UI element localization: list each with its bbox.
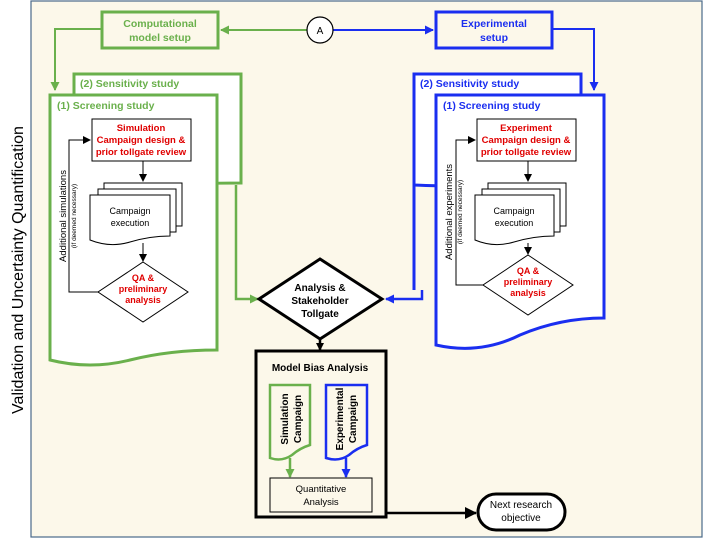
computational-setup-line2: model setup (129, 32, 191, 44)
simulation-design-line2: Campaign design & (97, 135, 186, 146)
computational-setup-arrow (50, 28, 102, 91)
experimental-setup-line2: setup (480, 32, 508, 44)
experimental-setup-box: Experimental setup (434, 10, 554, 50)
experiment-qa-line3: analysis (510, 288, 546, 298)
experiment-loop-sublabel: (if deemed necessary) (457, 180, 464, 244)
experimental-to-tollgate-arrow (385, 290, 424, 304)
computational-sensitivity-label: (2) Sensitivity study (80, 78, 179, 90)
connector-a-label: A (317, 26, 324, 37)
simulation-design-line3: prior tollgate review (96, 147, 187, 158)
simulation-design-line1: Simulation (117, 123, 166, 134)
experimental-campaign-line2: Campaign (348, 395, 359, 443)
experimental-sensitivity-label: (2) Sensitivity study (420, 78, 519, 90)
tollgate-line3: Tollgate (301, 309, 339, 320)
experiment-design-line1: Experiment (500, 123, 553, 134)
experiment-execution-line2: execution (495, 218, 534, 228)
experiment-qa-line2: preliminary (504, 277, 553, 287)
simulation-design-box: Simulation Campaign design & prior tollg… (91, 118, 192, 162)
simulation-execution-line1: Campaign (109, 206, 150, 216)
experiment-execution-docs: Campaign execution (474, 182, 567, 246)
model-bias-title: Model Bias Analysis (272, 363, 369, 374)
quantitative-line2: Analysis (303, 497, 339, 508)
computational-screening-label: (1) Screening study (57, 100, 155, 112)
tollgate-line1: Analysis & (294, 283, 345, 294)
experimental-screening-label: (1) Screening study (443, 100, 541, 112)
simulation-loop-sublabel: (if deemed necessary) (71, 184, 78, 248)
experiment-design-line3: prior tollgate review (481, 147, 572, 158)
simulation-execution-line2: execution (111, 218, 150, 228)
next-research-objective: Next research objective (476, 492, 567, 532)
simulation-loop-label: Additional simulations (58, 170, 69, 262)
experimental-setup-arrow (552, 28, 599, 91)
quantitative-analysis-box: Quantitative Analysis (269, 477, 373, 513)
simulation-campaign-line1: Simulation (280, 393, 291, 444)
experiment-qa-diamond: QA & preliminary analysis (482, 254, 574, 316)
experiment-loop-arrow (455, 136, 483, 286)
experiment-qa-line1: QA & (517, 266, 540, 276)
experiment-design-box: Experiment Campaign design & prior tollg… (476, 118, 577, 162)
experiment-execution-line1: Campaign (493, 206, 534, 216)
next-line2: objective (501, 513, 541, 524)
next-line1: Next research (490, 500, 552, 511)
experimental-campaign-doc: Experimental Campaign (324, 383, 369, 461)
side-title: Validation and Uncertainty Quantificatio… (10, 126, 27, 414)
experiment-loop-label: Additional experiments (444, 164, 455, 260)
simulation-campaign-line2: Campaign (293, 395, 304, 443)
simulation-qa-line2: preliminary (119, 284, 168, 294)
experiment-design-line2: Campaign design & (482, 135, 571, 146)
computational-setup-line1: Computational (123, 18, 197, 30)
tollgate-line2: Stakeholder (291, 296, 348, 307)
simulation-qa-line1: QA & (132, 273, 155, 283)
simulation-campaign-doc: Simulation Campaign (268, 383, 312, 461)
quantitative-line1: Quantitative (296, 484, 347, 495)
computational-to-tollgate-arrow (234, 185, 259, 304)
experimental-setup-line1: Experimental (461, 18, 527, 30)
simulation-qa-line3: analysis (125, 295, 161, 305)
simulation-qa-diamond: QA & preliminary analysis (97, 261, 189, 323)
connector-a: A (306, 16, 334, 44)
computational-setup-box: Computational model setup (100, 10, 220, 50)
experimental-campaign-line1: Experimental (335, 387, 346, 450)
simulation-execution-docs: Campaign execution (89, 182, 183, 246)
simulation-loop-arrow (68, 136, 98, 293)
